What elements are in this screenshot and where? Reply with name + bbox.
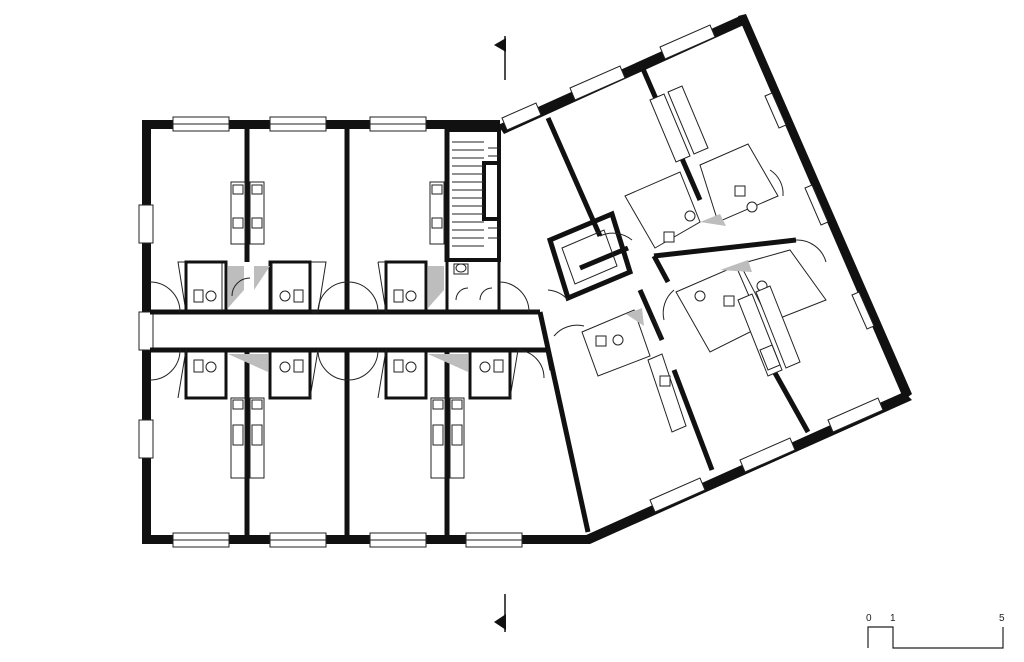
left-wing: [138, 116, 590, 548]
scale-label-0: 0: [866, 613, 872, 624]
section-marker-north: [494, 36, 506, 80]
east-wall: [738, 14, 912, 400]
unit-pods-right-upper: [599, 85, 784, 249]
unit-pods-lower: [149, 348, 545, 479]
unit-pods-right-center: [547, 289, 687, 433]
scale-label-1: 1: [890, 613, 896, 624]
lift-shaft: [546, 210, 634, 302]
window: [138, 311, 154, 351]
section-marker-south: [494, 594, 506, 632]
right-wing: [498, 14, 912, 544]
scale-label-5: 5: [999, 613, 1005, 624]
unit-pods-right-lower: [662, 239, 827, 377]
window: [138, 419, 154, 459]
window: [138, 204, 154, 244]
south-wall-left: [142, 535, 590, 544]
unit-pods-upper: [149, 181, 530, 314]
scale-bar: 0 1 5: [866, 613, 1005, 649]
